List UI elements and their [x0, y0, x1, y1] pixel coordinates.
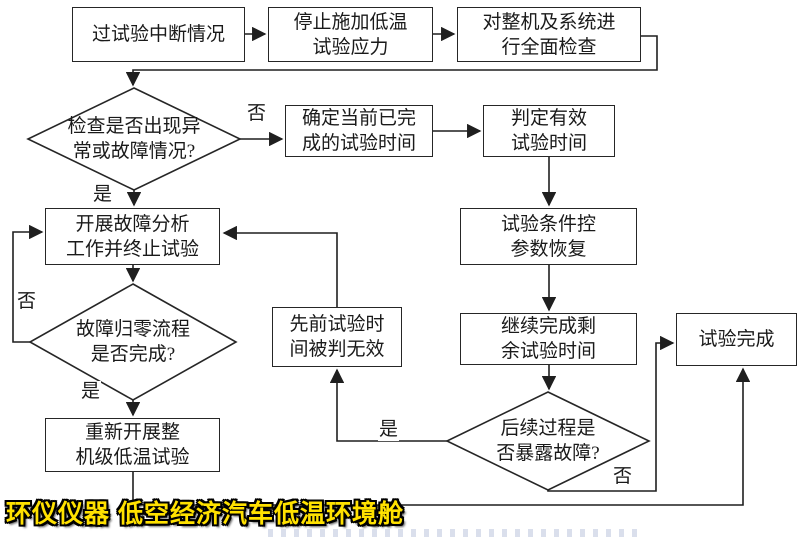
- node-label: 机级低温试验: [75, 447, 190, 468]
- edge-d3-yes-b8: [329, 368, 447, 442]
- flow-node-restart-machine-test[interactable]: 重新开展整机级低温试验: [45, 418, 220, 472]
- flow-node-full-inspection[interactable]: 对整机及系统进行全面检查: [457, 7, 641, 62]
- branch-label-yes: 是: [378, 419, 400, 441]
- diamond-check-anomaly[interactable]: [26, 87, 242, 191]
- node-label: 试验应力: [312, 36, 389, 58]
- branch-label-no: 否: [16, 291, 38, 313]
- node-label: 判定有效: [510, 108, 587, 129]
- node-label: 参数恢复: [510, 238, 587, 260]
- node-label: 过试验中断情况: [91, 24, 225, 45]
- edge-b3-d1: [125, 35, 658, 87]
- flow-node-continue-remaining-time[interactable]: 继续完成剩余试验时间: [460, 313, 637, 365]
- node-label: 重新开展整: [84, 422, 180, 443]
- node-label: 工作并终止试验: [65, 238, 199, 260]
- node-label: 余试验时间: [500, 341, 596, 362]
- branch-label-no: 否: [612, 466, 634, 488]
- flow-node-stop-low-temp-stress[interactable]: 停止施加低温试验应力: [268, 7, 433, 62]
- node-label: 先前试验时: [289, 314, 385, 335]
- branch-label-yes: 是: [80, 381, 102, 403]
- edge-d2-no-b6: [12, 224, 44, 343]
- node-label: 间被判无效: [289, 339, 385, 360]
- node-label: 试验时间: [510, 133, 587, 154]
- node-label: 试验条件控: [500, 213, 596, 235]
- node-label: 行全面检查: [501, 36, 597, 58]
- edge-b11-b10: [132, 367, 751, 506]
- node-label: 对整机及系统进: [482, 11, 616, 33]
- watermark-banner: 环仪仪器 低空经济汽车低温环境舱: [6, 500, 404, 528]
- flow-node-judge-valid-time[interactable]: 判定有效试验时间: [483, 105, 615, 157]
- flow-node-determine-completed-time[interactable]: 确定当前已完成的试验时间: [285, 105, 433, 157]
- node-label: 试验完成: [698, 329, 775, 350]
- flow-node-test-complete[interactable]: 试验完成: [676, 313, 797, 366]
- diamond-fault-zeroing-done[interactable]: [28, 283, 238, 401]
- cropped-caption-strip: [268, 529, 638, 537]
- flow-node-test-interruption[interactable]: 过试验中断情况: [72, 7, 245, 62]
- edge-b8-b6: [222, 225, 338, 307]
- branch-label-no: 否: [246, 103, 268, 125]
- flow-node-previous-time-invalid[interactable]: 先前试验时间被判无效: [272, 307, 402, 367]
- node-label: 成的试验时间: [301, 133, 416, 154]
- node-label: 继续完成剩: [500, 316, 596, 337]
- edge-d3-no-b10: [547, 335, 675, 492]
- node-label: 开展故障分析: [75, 213, 190, 235]
- branch-label-yes: 是: [92, 184, 114, 206]
- flow-node-fault-analysis-terminate[interactable]: 开展故障分析工作并终止试验: [45, 208, 220, 265]
- node-label: 停止施加低温: [293, 11, 408, 33]
- node-label: 确定当前已完: [301, 108, 416, 129]
- flow-node-restore-test-params[interactable]: 试验条件控参数恢复: [460, 208, 637, 265]
